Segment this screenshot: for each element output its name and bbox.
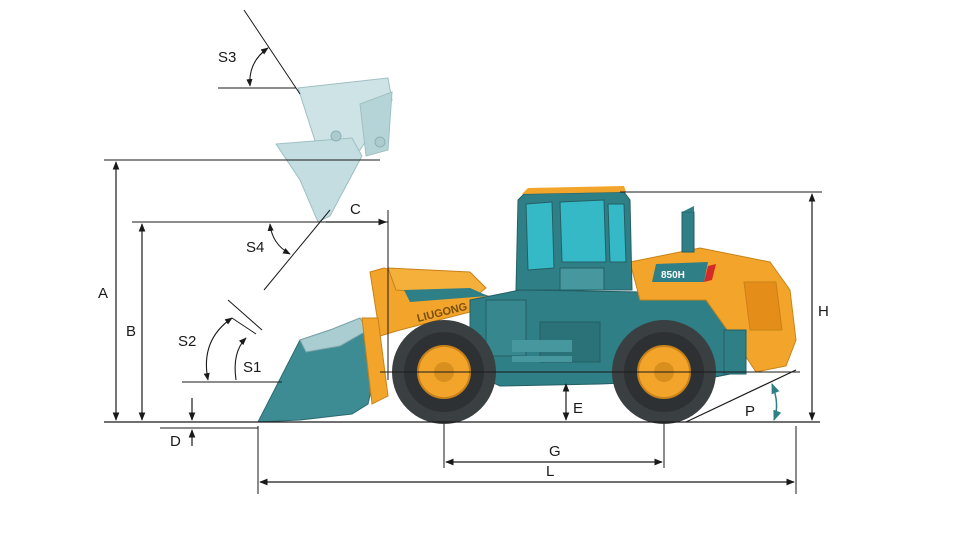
- angle-S2: S2: [178, 299, 263, 381]
- lowered-bucket: [257, 317, 389, 423]
- label-P: P: [745, 403, 755, 420]
- label-S2: S2: [178, 333, 196, 350]
- loader-boom: LIUGONG: [369, 267, 501, 337]
- dimension-C: C: [326, 201, 389, 380]
- label-A: A: [98, 285, 108, 302]
- dimension-D: D: [170, 398, 196, 450]
- dimension-H: H: [620, 191, 829, 421]
- label-S4: S4: [246, 239, 264, 256]
- label-B: B: [126, 323, 136, 340]
- operator-cab: [515, 186, 633, 291]
- engine-hood: 850H: [629, 206, 797, 375]
- angle-P: P: [685, 369, 797, 423]
- model-badge: 850H: [661, 270, 685, 281]
- dimension-A: A: [98, 159, 380, 421]
- label-E: E: [573, 400, 583, 417]
- label-L: L: [546, 463, 554, 480]
- dimension-L: L: [257, 426, 797, 494]
- label-H: H: [818, 303, 829, 320]
- angle-S1: S1: [182, 317, 282, 383]
- angle-S4: S4: [246, 209, 331, 291]
- dimension-G: G: [443, 424, 665, 468]
- label-G: G: [549, 443, 561, 460]
- angle-S3: S3: [218, 9, 301, 95]
- raised-bucket-ghost: [275, 77, 393, 223]
- label-D: D: [170, 433, 181, 450]
- dimension-E: E: [562, 383, 583, 421]
- label-C: C: [350, 201, 361, 218]
- label-S1: S1: [243, 359, 261, 376]
- label-S3: S3: [218, 49, 236, 66]
